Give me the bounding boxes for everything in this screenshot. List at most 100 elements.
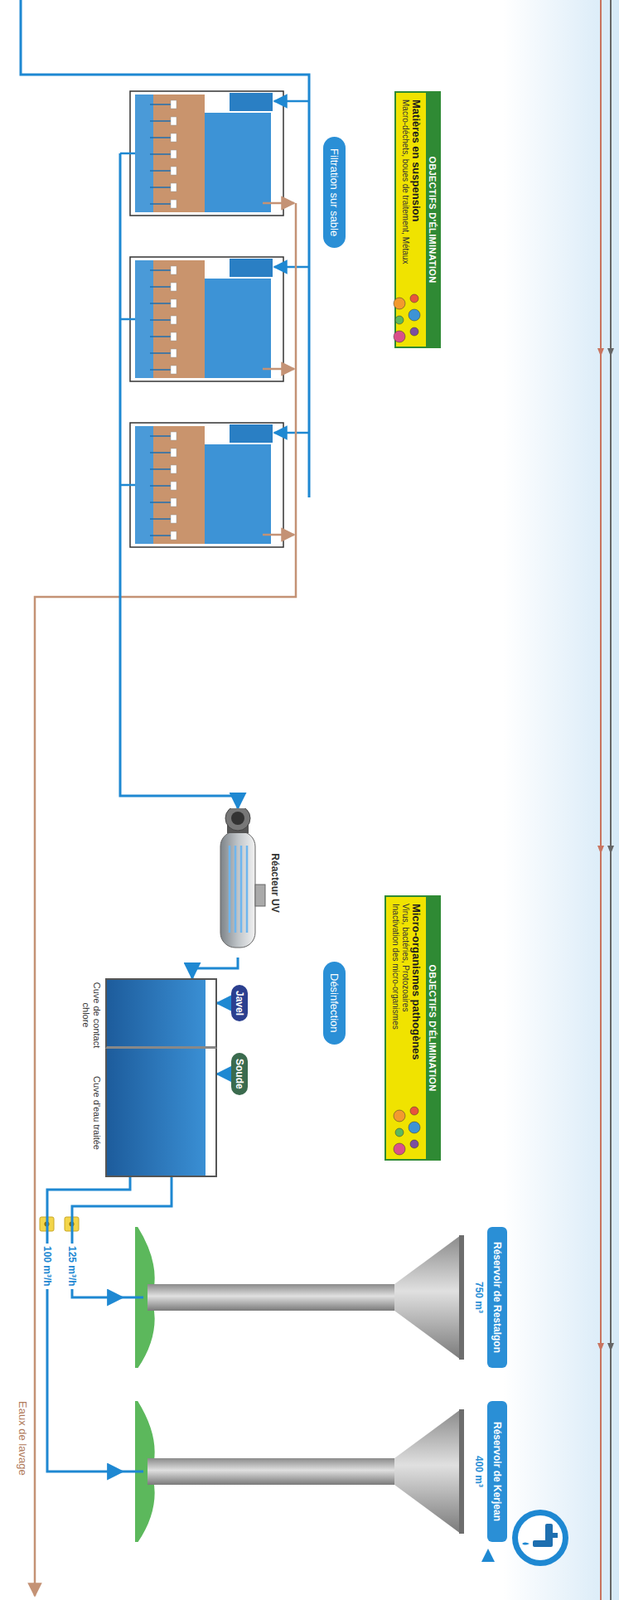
objective-body: Micro-organismes pathogènesVirus, bactér… xyxy=(386,896,426,1159)
nozzle-stem xyxy=(149,203,172,205)
nozzle xyxy=(170,514,177,523)
nozzle-stem xyxy=(149,352,172,354)
filter-feed xyxy=(274,431,310,435)
objective-title: Micro-organismes pathogènes xyxy=(410,903,423,1098)
uv-lamp xyxy=(240,845,243,933)
stage-pill: Désinfection xyxy=(323,961,346,1045)
tower-rim xyxy=(459,1234,465,1359)
nozzle xyxy=(170,133,177,142)
nozzle xyxy=(170,299,177,308)
nozzle xyxy=(170,265,177,275)
underdrain xyxy=(135,94,154,213)
particle xyxy=(395,315,404,325)
reservoir-volume: 400 m³ xyxy=(470,1400,488,1542)
tower-feed xyxy=(122,1296,144,1299)
tower-drawing xyxy=(122,1226,471,1368)
stage-pill: Filtration sur sable xyxy=(323,136,346,248)
nozzle-stem xyxy=(149,302,172,305)
nozzle xyxy=(170,315,177,325)
nozzle xyxy=(170,365,177,374)
objective-detail: Virus, bactéries, Protozoaires xyxy=(400,903,411,1098)
tower-stem xyxy=(147,1457,397,1485)
water-tower: Réservoir de Kerjean400 m³ xyxy=(122,1400,508,1542)
wash-riser xyxy=(262,202,295,205)
filter-tank xyxy=(130,91,284,216)
filter-water xyxy=(204,112,271,213)
background-band xyxy=(502,0,619,1600)
objective-heading: OBJECTIFS D'ÉLIMINATION xyxy=(425,92,440,347)
pipe-connector xyxy=(47,1176,131,1471)
nozzle xyxy=(170,116,177,126)
filter-feed xyxy=(274,100,310,103)
inlet-chamber xyxy=(229,258,273,277)
filter-outlet xyxy=(120,318,136,321)
nozzle xyxy=(170,448,177,457)
uv-lamp xyxy=(228,845,232,933)
nozzle-stem xyxy=(149,484,172,487)
reactor-body xyxy=(220,831,256,948)
particle xyxy=(410,327,419,336)
sand-bed xyxy=(153,425,205,544)
nozzle-stem xyxy=(149,136,172,139)
tower-tank xyxy=(394,1234,461,1359)
nozzle xyxy=(170,183,177,192)
pipe-connector xyxy=(192,957,238,978)
uv-reactor: Réacteur UV xyxy=(208,807,284,958)
filter-feed xyxy=(274,265,310,269)
particle-icons xyxy=(389,291,423,344)
nozzle-stem xyxy=(149,534,172,537)
pipe-connector xyxy=(217,1072,232,1075)
reactor-flange xyxy=(225,807,251,831)
nozzle xyxy=(170,498,177,507)
filter-tank xyxy=(130,256,284,382)
particle xyxy=(410,294,419,303)
nozzle xyxy=(170,199,177,208)
nozzle-stem xyxy=(149,103,172,106)
wash-riser xyxy=(262,533,295,537)
tank-label: Cuve d'eau traitée xyxy=(91,1048,102,1177)
flow-rate-label: 125 m³/h xyxy=(65,1242,79,1289)
objective-detail: Inactivation des micro-organismes xyxy=(390,903,401,1098)
particle xyxy=(393,1142,406,1155)
filter-water xyxy=(204,444,271,544)
nozzle xyxy=(170,464,177,474)
sand-bed xyxy=(153,94,205,213)
nozzle-stem xyxy=(149,468,172,470)
nozzle xyxy=(170,431,177,441)
reservoir-volume: 750 m³ xyxy=(470,1226,488,1368)
nozzle-stem xyxy=(149,517,172,520)
filter-water xyxy=(204,278,271,378)
particle xyxy=(395,1127,404,1137)
objective-body: Matières en suspensionMacro-déchets, bou… xyxy=(396,92,426,347)
underdrain xyxy=(135,260,154,378)
tower-feed xyxy=(122,1470,144,1473)
contact-tank: Cuve de contact chlore xyxy=(105,977,218,1049)
particle xyxy=(393,330,406,343)
reactor-hub xyxy=(231,811,245,825)
nozzle xyxy=(170,481,177,490)
objective-box: OBJECTIFS D'ÉLIMINATIONMicro-organismes … xyxy=(384,894,441,1161)
particle xyxy=(393,297,406,310)
particle xyxy=(408,1121,421,1133)
nozzle-stem xyxy=(149,153,172,155)
particle xyxy=(410,1106,419,1115)
wash-water-pipe xyxy=(34,203,296,1596)
particle xyxy=(408,309,421,321)
nozzle xyxy=(170,332,177,341)
nozzle-stem xyxy=(149,169,172,172)
uv-reactor-drawing xyxy=(208,807,267,958)
nozzle-stem xyxy=(149,335,172,338)
tower-drawing xyxy=(122,1400,471,1542)
reservoir-name: Réservoir de Kerjean xyxy=(487,1400,508,1542)
water-tower: Réservoir de Restalgon750 m³ xyxy=(122,1226,508,1368)
nozzle-stem xyxy=(149,269,172,271)
underdrain xyxy=(135,425,154,544)
reservoir-name: Réservoir de Restalgon xyxy=(487,1226,508,1368)
sand-bed xyxy=(153,260,205,378)
nozzle xyxy=(170,531,177,540)
nozzle-stem xyxy=(149,435,172,437)
network-lines xyxy=(597,0,615,1600)
nozzle-stem xyxy=(149,319,172,321)
